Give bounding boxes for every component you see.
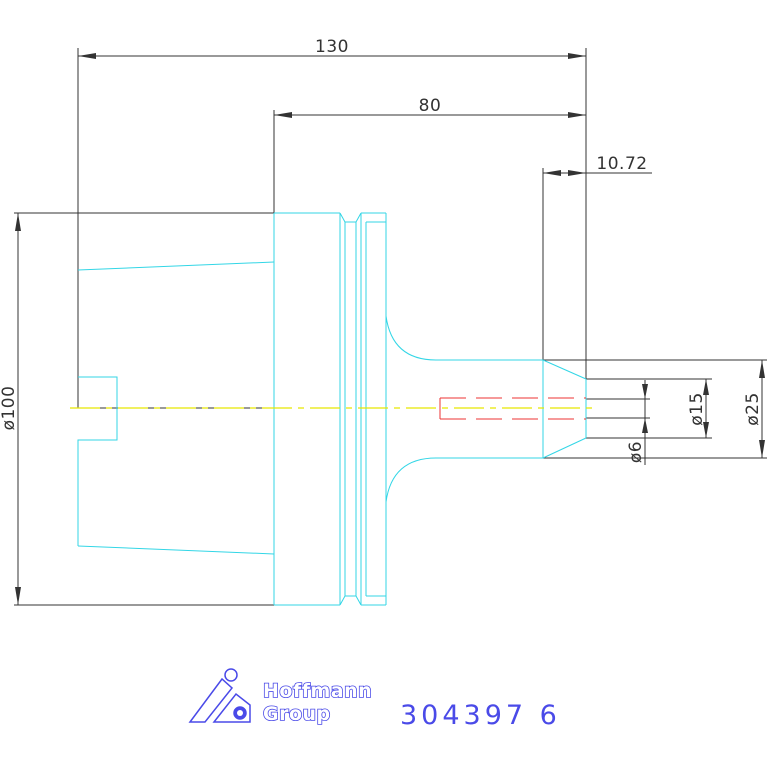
dim-10-72-label: 10.72 [596,154,647,174]
logo-line-1: Hoffmann [263,680,372,702]
dim-dia-6-label: ø6 [626,441,646,463]
logo-emblem-icon [188,668,251,723]
dim-dia-25-label: ø25 [743,392,763,426]
part-number: 304397 6 [400,700,561,731]
part-outline [77,212,587,606]
hidden-bore [439,397,586,420]
logo-line-2: Group [263,703,331,725]
dim-80-label: 80 [419,96,442,116]
dimension-arrows [15,53,765,605]
hoffmann-group-logo: Hoffmann Group [188,668,372,726]
dim-130-label: 130 [315,37,349,57]
dimension-lines [14,48,767,606]
dim-dia-15-label: ø15 [687,392,707,426]
dim-dia-100-label: ø100 [0,386,19,431]
